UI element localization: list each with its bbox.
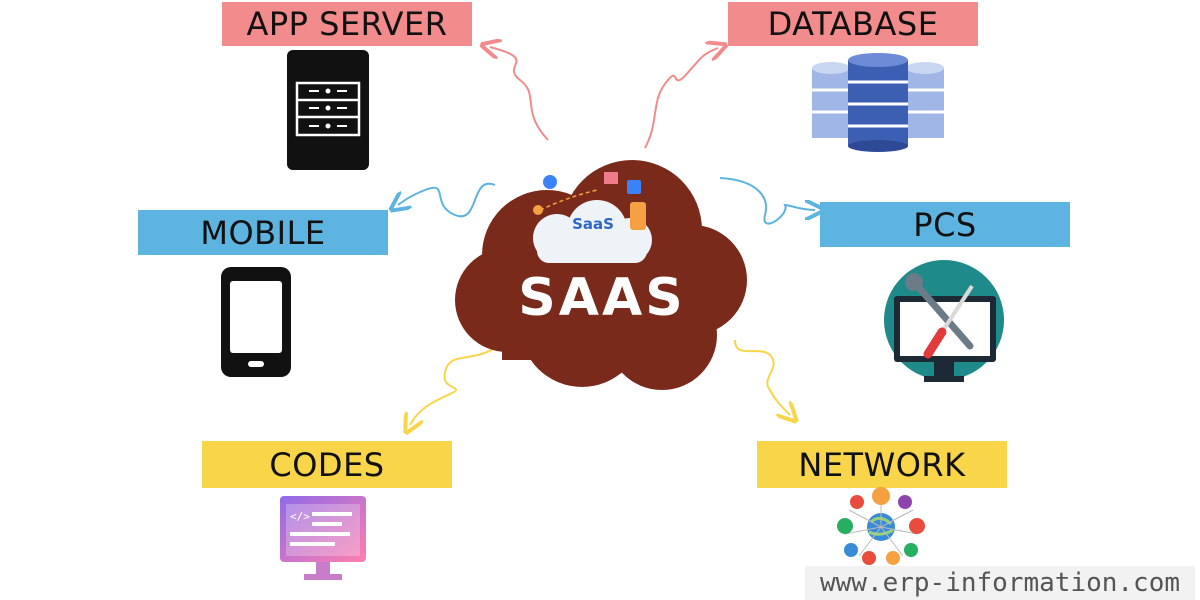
arrow-to-app-server [490, 47, 549, 141]
app-server-label: APP SERVER [222, 2, 472, 46]
pcs-label: PCS [820, 202, 1070, 247]
database-label: DATABASE [728, 2, 978, 46]
saas-cloud [455, 160, 747, 390]
code-monitor-icon: </> [280, 496, 366, 580]
saas-badge: SaaS [572, 215, 614, 233]
server-icon [287, 50, 369, 170]
svg-text:</>: </> [290, 510, 310, 523]
smartphone-icon [221, 267, 291, 377]
arrow-to-codes [410, 344, 501, 425]
codes-label: CODES [202, 441, 452, 488]
network-label: NETWORK [757, 441, 1007, 488]
saas-title: SAAS [518, 268, 686, 328]
mobile-label: MOBILE [138, 210, 388, 255]
arrow-to-mobile [398, 182, 496, 218]
monitor-tools-icon [884, 260, 1004, 382]
arrow-to-pcs [719, 177, 815, 225]
people-network-icon [837, 487, 925, 565]
arrow-to-network [734, 339, 790, 415]
database-icon [812, 53, 944, 152]
arrow-to-database [644, 48, 718, 149]
watermark: www.erp-information.com [805, 566, 1195, 600]
